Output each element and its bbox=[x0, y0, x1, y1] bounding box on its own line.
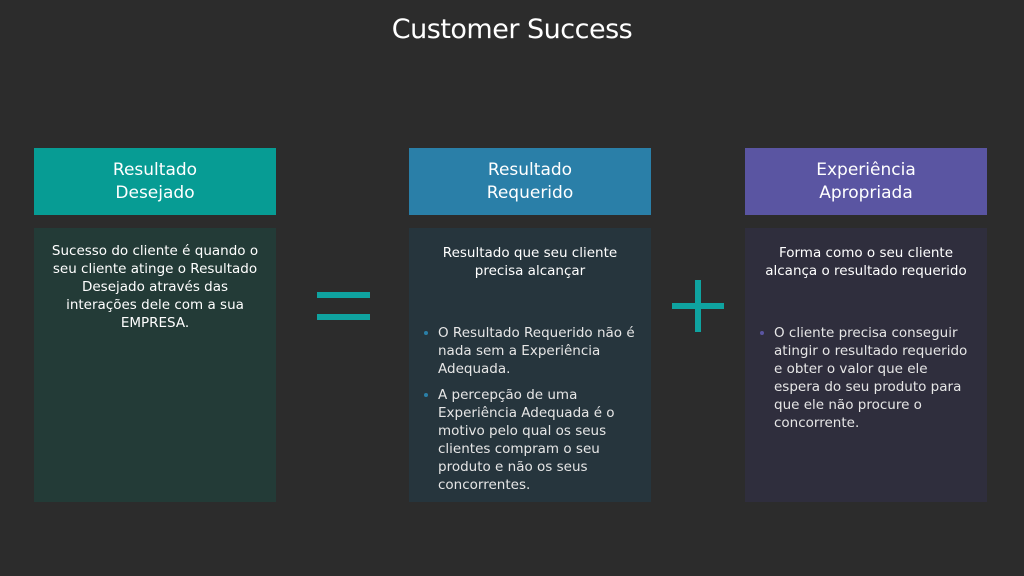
header-line-1: Resultado bbox=[112, 159, 198, 180]
list-item: O cliente precisa conseguir atingir o re… bbox=[757, 324, 975, 432]
header-resultado-desejado: Resultado Desejado bbox=[34, 148, 276, 215]
equals-icon bbox=[317, 292, 370, 322]
header-resultado-requerido: Resultado Requerido bbox=[409, 148, 651, 215]
box-resultado-requerido: Resultado que seu cliente precisa alcanç… bbox=[409, 228, 651, 502]
header-line-1: Experiência bbox=[816, 159, 916, 180]
header-line-2: Desejado bbox=[115, 182, 195, 203]
header-line-2: Requerido bbox=[486, 182, 574, 203]
list-item: A percepção de uma Experiência Adequada … bbox=[421, 386, 639, 494]
box-resultado-desejado: Sucesso do cliente é quando o seu client… bbox=[34, 228, 276, 502]
box-lead-text: Sucesso do cliente é quando o seu client… bbox=[51, 243, 259, 331]
bullet-list: O cliente precisa conseguir atingir o re… bbox=[757, 324, 975, 432]
bullet-list: O Resultado Requerido não é nada sem a E… bbox=[421, 324, 639, 494]
header-experiencia-apropriada: Experiência Apropriada bbox=[745, 148, 987, 215]
box-lead-text: Resultado que seu cliente precisa alcanç… bbox=[442, 245, 618, 279]
header-line-1: Resultado bbox=[487, 159, 573, 180]
box-lead-text: Forma como o seu cliente alcança o resul… bbox=[765, 245, 967, 279]
box-experiencia-apropriada: Forma como o seu cliente alcança o resul… bbox=[745, 228, 987, 502]
page-title: Customer Success bbox=[391, 14, 633, 45]
plus-icon bbox=[672, 280, 724, 332]
header-line-2: Apropriada bbox=[819, 182, 913, 203]
list-item: O Resultado Requerido não é nada sem a E… bbox=[421, 324, 639, 378]
